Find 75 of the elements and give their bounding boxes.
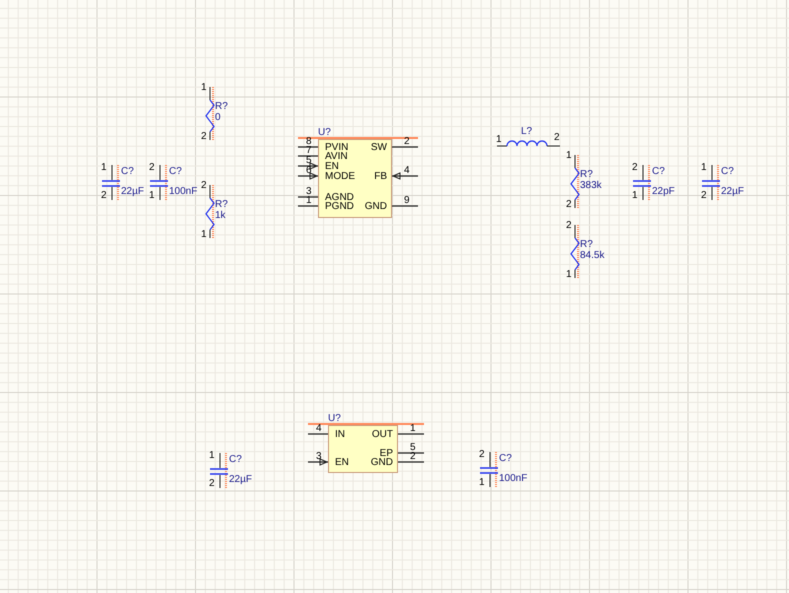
pin-number: 1 [410, 424, 416, 434]
pin-number: 2 [554, 133, 560, 143]
reference-designator: R? [215, 102, 228, 112]
pin-number: 6 [306, 166, 312, 176]
reference-designator: R? [580, 170, 593, 180]
pin-number: 1 [496, 135, 502, 145]
pin-name: AGND [325, 193, 354, 203]
pin-number: 1 [632, 191, 638, 201]
pin-name: OUT [372, 430, 393, 440]
component-value: 0 [215, 113, 221, 123]
component-value: 22µF [229, 475, 252, 485]
component-value: 84.5k [580, 251, 604, 261]
pin-number: 1 [306, 196, 312, 206]
pin-number: 1 [101, 163, 107, 173]
pin-name: EN [335, 458, 349, 468]
pin-number: 1 [201, 230, 207, 240]
pin-number: 2 [410, 452, 416, 462]
ic-body [318, 139, 392, 218]
pin-name: EP [380, 449, 393, 459]
pin-name: FB [374, 172, 387, 182]
pin-number: 1 [479, 478, 485, 488]
pin-number: 1 [201, 83, 207, 93]
pin-number: 7 [306, 146, 312, 156]
pin-number: 2 [566, 221, 572, 231]
pin-number: 4 [316, 424, 322, 434]
pin-number: 1 [209, 451, 215, 461]
pin-number: 2 [701, 191, 707, 201]
pin-number: 2 [149, 163, 155, 173]
pin-number: 2 [209, 479, 215, 489]
pin-number: 4 [404, 166, 410, 176]
pin-number: 2 [404, 137, 410, 147]
pin-name: PVIN [325, 143, 348, 153]
component-value: 22µF [721, 187, 744, 197]
pin-number: 3 [306, 187, 312, 197]
pin-number: 2 [566, 200, 572, 210]
pin-number: 2 [479, 450, 485, 460]
reference-designator: R? [215, 200, 228, 210]
pin-number: 2 [201, 181, 207, 191]
pin-number: 8 [306, 137, 312, 147]
pin-name: SW [370, 143, 387, 153]
reference-designator: R? [580, 240, 593, 250]
pin-number: 5 [410, 443, 416, 453]
pin-number: 2 [101, 191, 107, 201]
pin-number: 2 [632, 163, 638, 173]
pin-name: GND [370, 458, 393, 468]
pin-number: 1 [566, 151, 572, 161]
pin-name: MODE [325, 172, 355, 182]
pin-number: 1 [149, 191, 155, 201]
reference-designator: C? [721, 167, 734, 177]
reference-designator: C? [499, 454, 512, 464]
pin-name: PGND [325, 202, 354, 212]
pin-number: 2 [201, 132, 207, 142]
reference-designator: C? [229, 455, 242, 465]
component-value: 383k [580, 181, 602, 191]
pin-name: GND [364, 202, 387, 212]
reference-designator: U? [318, 128, 331, 138]
reference-designator: C? [652, 167, 665, 177]
component-value: 22µF [121, 187, 144, 197]
pin-number: 1 [701, 163, 707, 173]
pin-number: 5 [306, 156, 312, 166]
component-value: 22pF [652, 187, 675, 197]
pin-name: IN [335, 430, 345, 440]
pin-number: 1 [566, 270, 572, 280]
ic-body [328, 425, 398, 473]
component-value: 100nF [499, 474, 528, 484]
pin-number: 9 [404, 196, 410, 206]
reference-designator: C? [169, 167, 182, 177]
pin-number: 3 [316, 452, 322, 462]
component-value: 100nF [169, 187, 198, 197]
reference-designator: L? [521, 127, 532, 137]
reference-designator: U? [328, 414, 341, 424]
pin-name: EN [325, 162, 339, 172]
pin-name: AVIN [325, 152, 348, 162]
reference-designator: C? [121, 167, 134, 177]
component-value: 1k [215, 211, 226, 221]
